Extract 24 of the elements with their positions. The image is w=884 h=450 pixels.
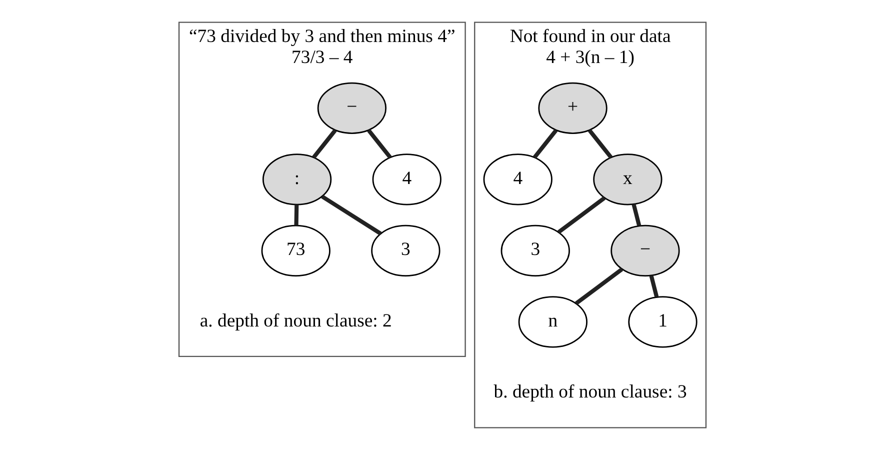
connector xyxy=(312,129,336,159)
connector xyxy=(574,268,623,306)
node-ellipse: : xyxy=(262,154,332,206)
node-ellipse: 73 xyxy=(260,224,330,277)
node-ellipse: − xyxy=(610,224,680,277)
node-ellipse: n xyxy=(518,296,587,348)
connector xyxy=(366,129,392,159)
label: b. depth of noun clause: 3 xyxy=(493,382,686,403)
node-ellipse: 1 xyxy=(628,296,697,348)
node-ellipse: − xyxy=(316,82,386,134)
connector xyxy=(648,275,658,298)
node-ellipse: 4 xyxy=(372,154,441,206)
connector xyxy=(587,129,612,159)
connector xyxy=(294,204,298,226)
connector xyxy=(556,196,606,234)
node-ellipse: + xyxy=(538,82,607,134)
connector xyxy=(631,204,641,226)
connector xyxy=(320,194,382,236)
node-ellipse: 3 xyxy=(370,224,440,277)
label: a. depth of noun clause: 2 xyxy=(199,310,392,332)
node-ellipse: x xyxy=(592,154,662,206)
node-ellipse: 3 xyxy=(500,224,570,277)
connector xyxy=(532,129,558,159)
node-ellipse: 4 xyxy=(482,154,552,206)
